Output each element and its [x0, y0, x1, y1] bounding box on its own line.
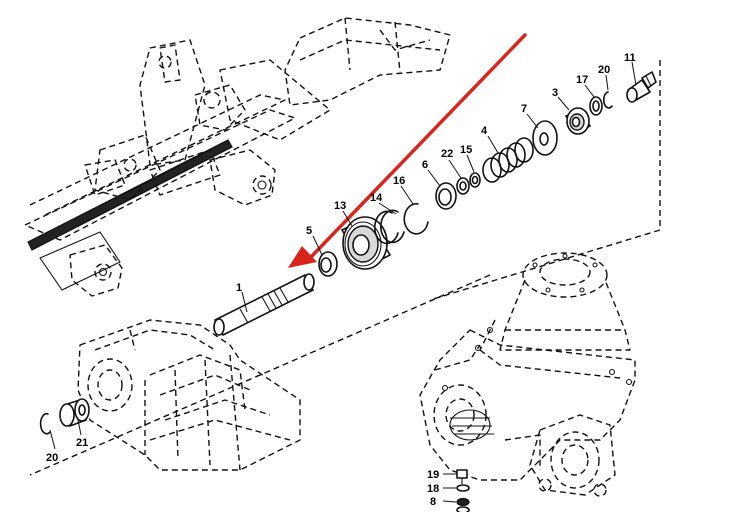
callout-20-lower: 20: [46, 452, 58, 464]
callout-11: 11: [624, 52, 636, 64]
part-3-bearing: [565, 107, 591, 135]
section-divider-lines: [29, 60, 661, 476]
callout-22: 22: [441, 148, 453, 160]
callout-8: 8: [430, 496, 436, 508]
part-20-clip: [602, 91, 613, 109]
part-6-ring: [435, 182, 457, 210]
part-13-bearing: [341, 216, 391, 270]
callout-14: 14: [370, 192, 383, 204]
callout-13: 13: [334, 200, 346, 212]
red-indicator-arrow: [288, 33, 527, 268]
part-4-spring: [482, 137, 534, 183]
axle-housing-assembly: [24, 17, 451, 297]
part-16-snap-ring: [403, 203, 429, 235]
part-5-spacer-ring: [318, 251, 338, 277]
callout-4: 4: [481, 125, 488, 137]
parts-19-18-8-fasteners: [456, 469, 470, 512]
callout-labels: 1 3 4 5 6 7 8 11 13 14 15 16 17 18 19 20…: [46, 52, 636, 508]
callout-6: 6: [422, 159, 428, 171]
callout-1: 1: [236, 282, 242, 294]
final-drive-housing-left: [77, 319, 301, 471]
callout-19: 19: [427, 469, 439, 481]
part-17-ring: [589, 96, 603, 116]
part-22-ring: [456, 177, 470, 195]
callout-20-upper: 20: [598, 64, 610, 76]
callout-5: 5: [306, 225, 312, 237]
callout-3: 3: [552, 87, 558, 99]
callout-15: 15: [460, 144, 472, 156]
leader-lines: [49, 61, 637, 503]
part-1-shaft: [213, 273, 315, 336]
callout-7: 7: [521, 103, 527, 115]
callout-17: 17: [576, 74, 588, 86]
part-21-bushing: [59, 398, 90, 427]
exploded-components: [39, 71, 657, 512]
callout-18: 18: [427, 483, 439, 495]
part-7-washer: [532, 120, 558, 156]
part-20-clip-lower: [39, 412, 51, 435]
part-11-plug: [626, 71, 657, 103]
callout-16: 16: [393, 175, 405, 187]
final-drive-housing-right: [419, 252, 636, 497]
part-15-ring: [469, 172, 481, 188]
callout-21: 21: [76, 437, 88, 449]
